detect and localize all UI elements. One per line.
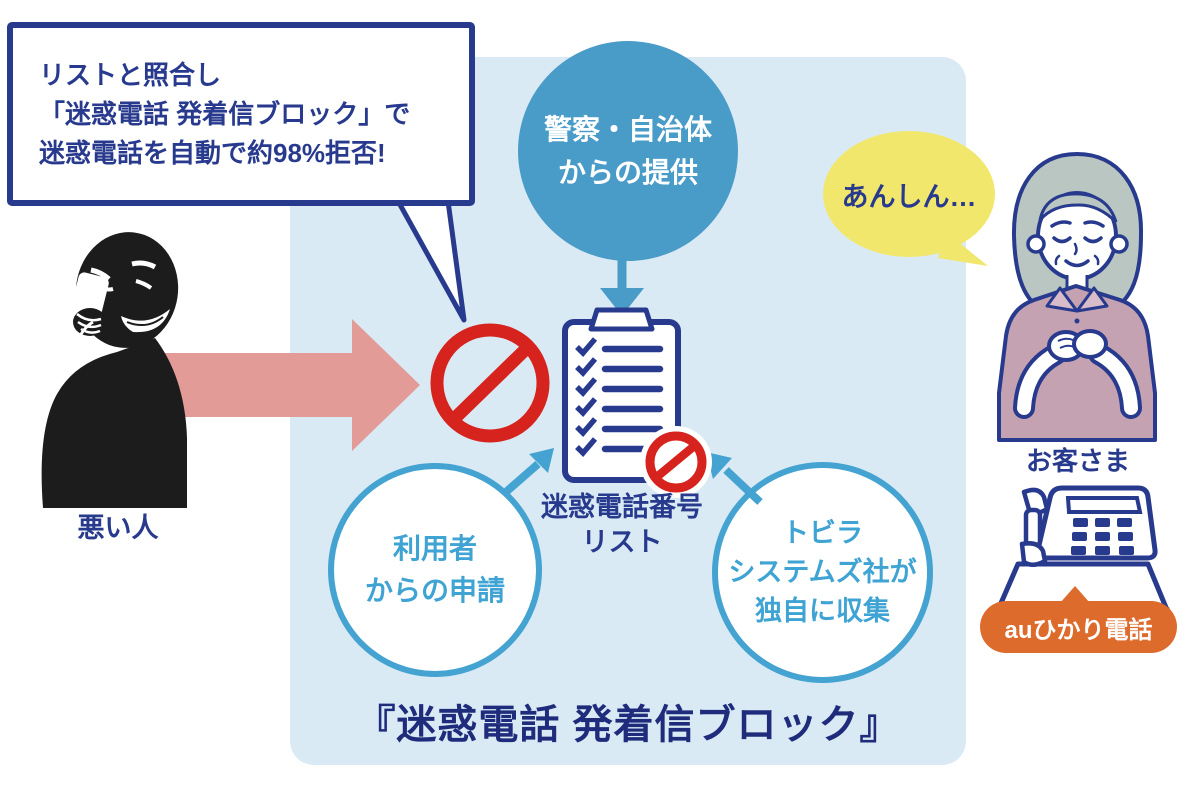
callout-line: リストと照合し bbox=[39, 59, 222, 90]
customer-illustration bbox=[997, 152, 1157, 442]
phone-badge: auひかり電話 bbox=[980, 601, 1177, 653]
phone-badge-tail bbox=[1060, 586, 1090, 603]
police-line: からの提供 bbox=[557, 157, 698, 188]
incoming-call-arrow bbox=[155, 319, 420, 451]
panel-title: 『迷惑電話 発着信ブロック』 bbox=[355, 703, 901, 747]
prohibition-icon bbox=[430, 323, 550, 443]
callout-bubble: リストと照合し 「迷惑電話 発着信ブロック」で 迷惑電話を自動で約98%拒否! bbox=[7, 22, 475, 206]
tobila-line: トビラ bbox=[782, 517, 863, 548]
customer-label: お客さま bbox=[1025, 446, 1130, 476]
tobila-line: 独自に収集 bbox=[755, 596, 890, 627]
relief-bubble: あんしん… bbox=[823, 131, 995, 257]
small-prohibition-icon bbox=[640, 426, 712, 498]
police-line: 警察・自治体 bbox=[543, 113, 712, 145]
phone-badge-text: auひかり電話 bbox=[1004, 616, 1153, 644]
source-circle-tobila: トビラ システムズ社が 独自に収集 bbox=[712, 462, 933, 683]
callout-tail bbox=[395, 198, 467, 323]
caller-label: 悪い人 bbox=[77, 513, 159, 543]
tobila-line: システムズ社が bbox=[728, 556, 917, 587]
down-arrow-icon bbox=[600, 258, 644, 316]
relief-text: あんしん… bbox=[841, 181, 977, 212]
list-label: 迷惑電話番号 リスト bbox=[532, 490, 712, 559]
caller-silhouette-illustration bbox=[41, 232, 187, 508]
source-circle-users: 利用者 からの申請 bbox=[328, 463, 542, 677]
up-right-arrow-icon bbox=[503, 448, 554, 496]
up-left-arrow-icon bbox=[706, 452, 763, 505]
source-circle-police: 警察・自治体 からの提供 bbox=[518, 41, 738, 261]
list-label-line: 迷惑電話番号 bbox=[541, 492, 703, 522]
users-line: からの申請 bbox=[364, 575, 505, 606]
callout-line: 迷惑電話を自動で約98%拒否! bbox=[39, 137, 386, 168]
callout-line: 「迷惑電話 発着信ブロック」で bbox=[39, 98, 411, 129]
users-line: 利用者 bbox=[392, 533, 477, 564]
list-label-line: リスト bbox=[581, 526, 663, 557]
